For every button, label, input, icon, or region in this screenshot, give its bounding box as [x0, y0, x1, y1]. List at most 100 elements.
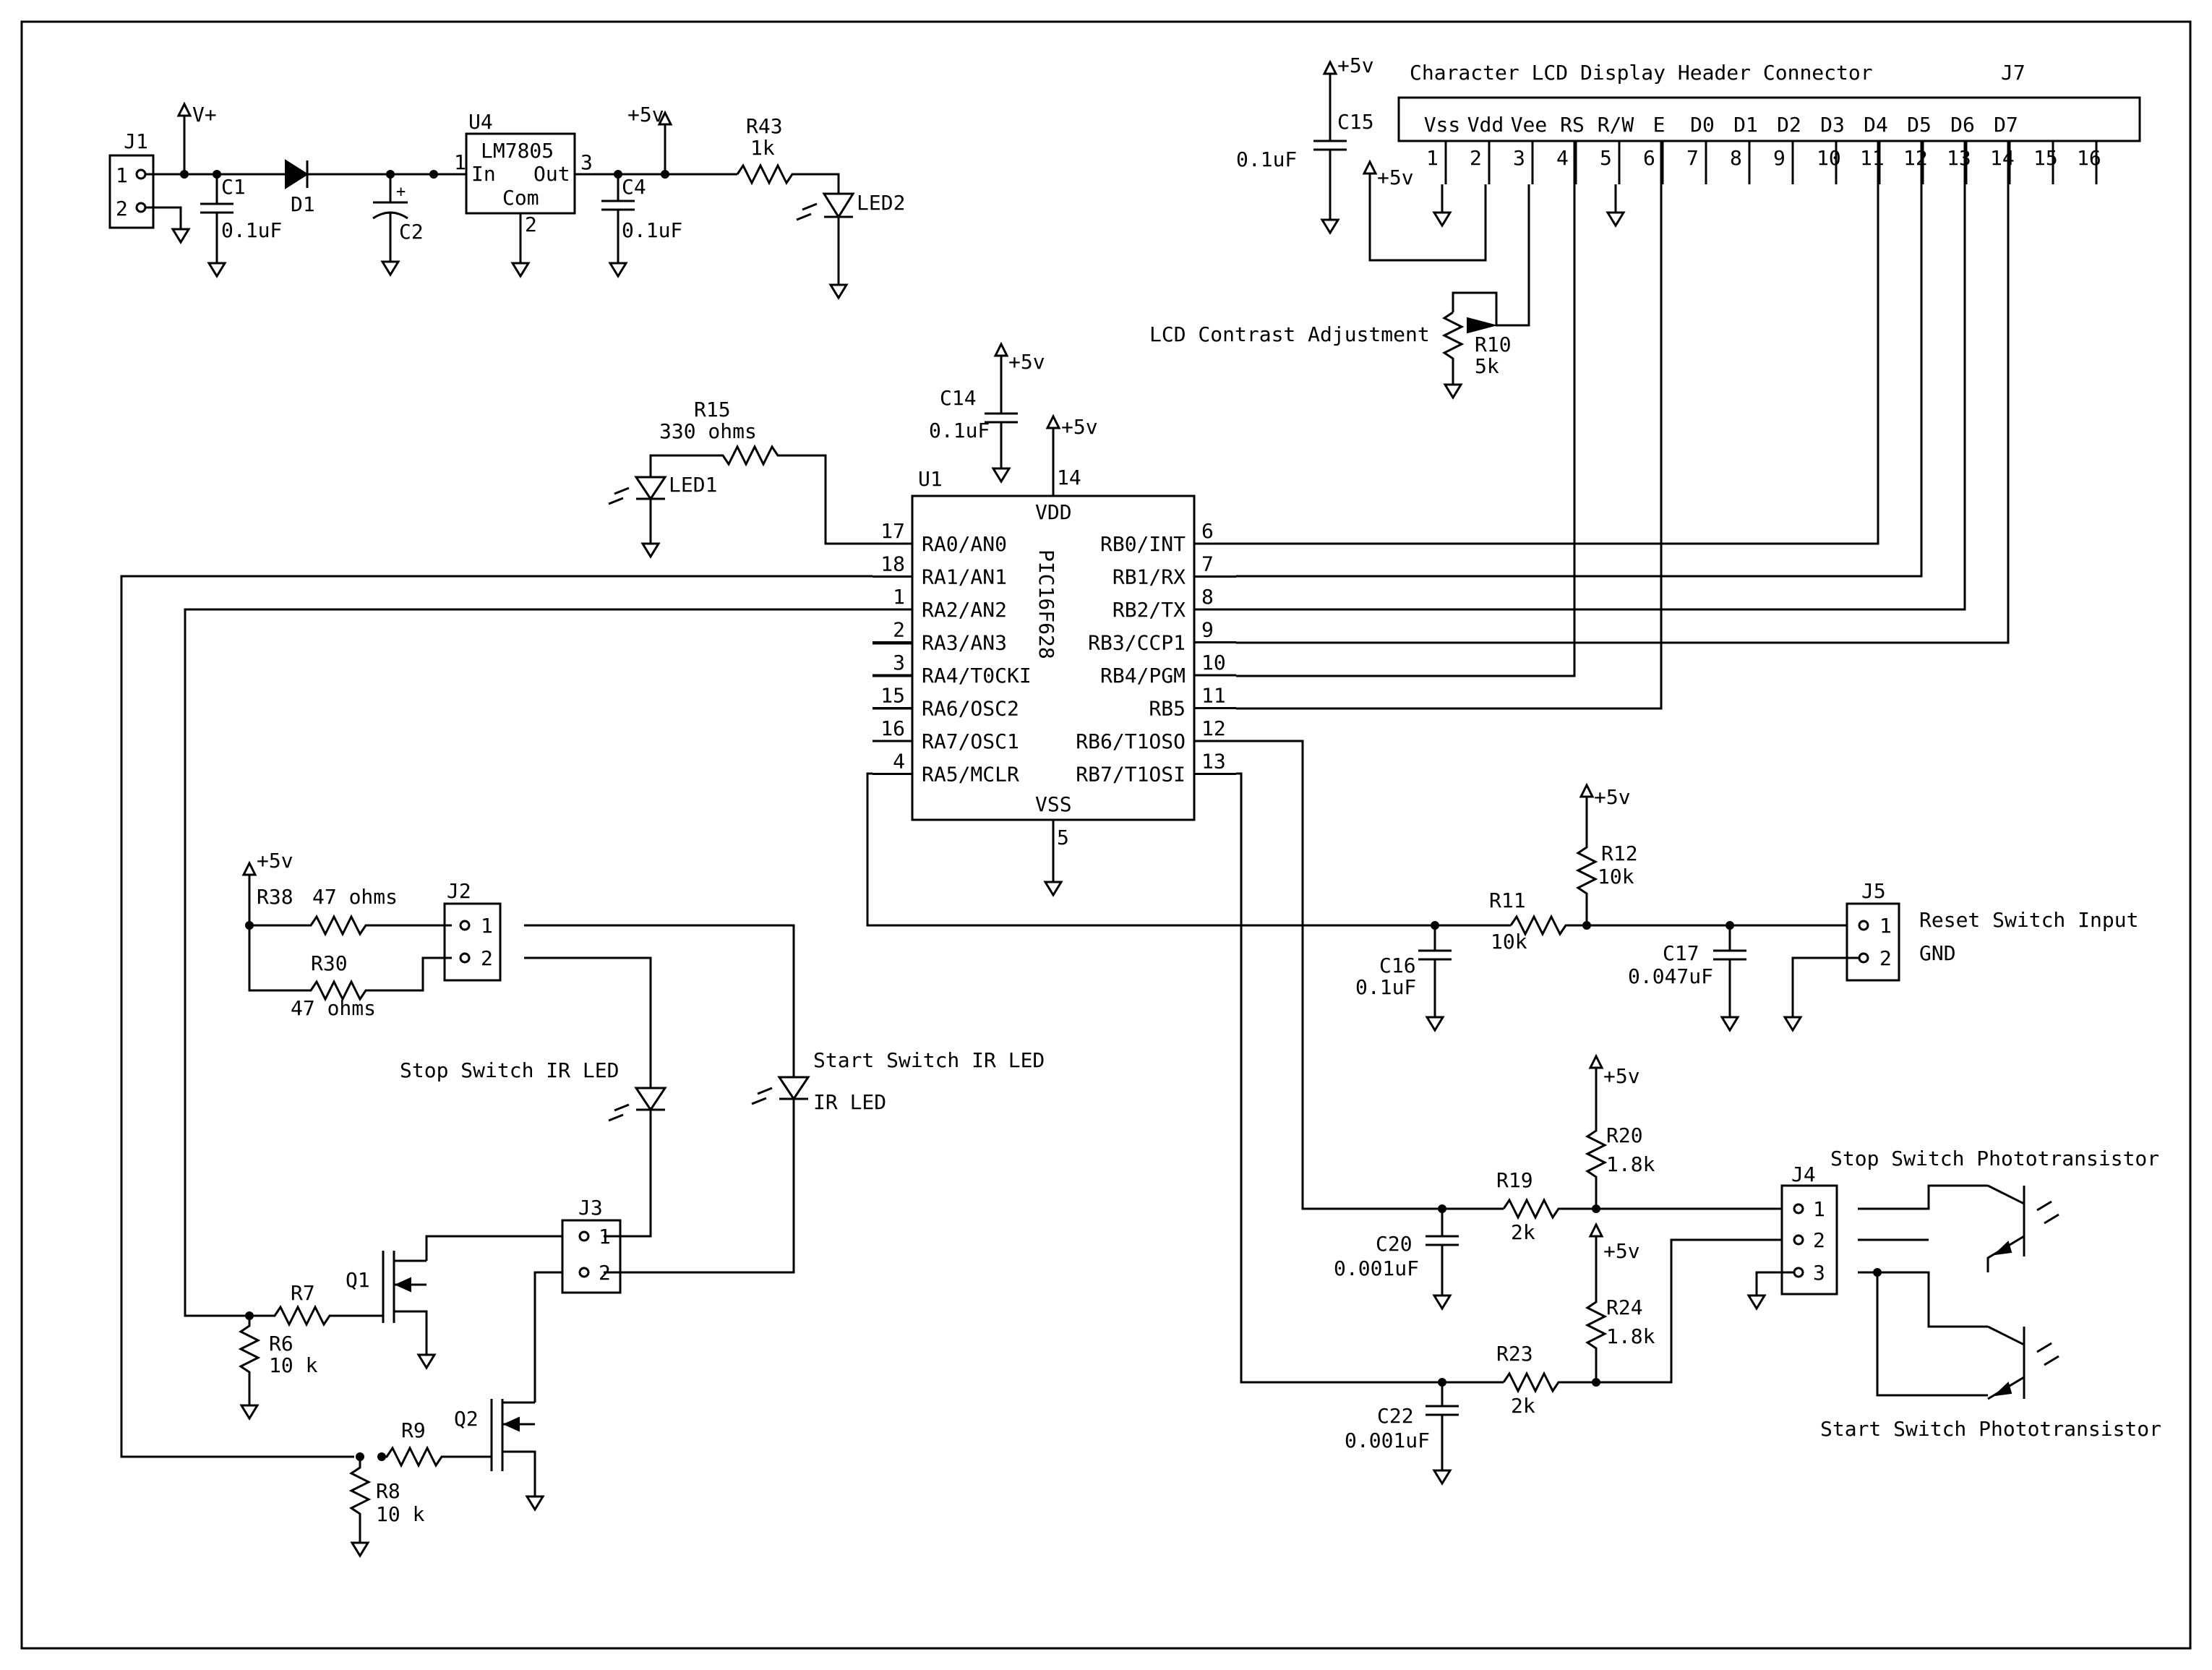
r38-ref: R38 — [257, 885, 293, 909]
r10-value: 5k — [1475, 354, 1499, 378]
c16-value: 0.1uF — [1355, 975, 1416, 999]
stop-ir-led-label: Stop Switch IR LED — [400, 1058, 619, 1082]
q1-ref: Q1 — [346, 1268, 370, 1292]
mcu-right-pin-name: RB1/RX — [1113, 565, 1186, 589]
ir-led-label: IR LED — [813, 1090, 886, 1114]
u4-pin1: 1 — [454, 150, 466, 174]
mcu-left-pin-name: RA0/AN0 — [922, 532, 1007, 556]
lcd-pin-number: 10 — [1817, 146, 1841, 170]
photo-inputs: C20 0.001uF R19 2k +5v R20 1.8k C22 0.00… — [1334, 1055, 2161, 1485]
j2-pin1: 1 — [481, 914, 493, 938]
lcd-title: Character LCD Display Header Connector — [1410, 61, 1873, 85]
r43-ref: R43 — [746, 114, 783, 138]
lcd-pin-number: 3 — [1513, 146, 1525, 170]
u1-vdd-pin: 14 — [1057, 466, 1081, 489]
lcd-pin-number: 7 — [1686, 146, 1699, 170]
lcd-pin-name: Vee — [1511, 113, 1548, 137]
r19-ref: R19 — [1496, 1168, 1533, 1192]
mcu-right-pin-name: RB6/T1OSO — [1076, 729, 1186, 753]
d1-ref: D1 — [291, 192, 315, 216]
j4-pin3: 3 — [1813, 1261, 1825, 1285]
mcu-left-pin-number: 17 — [880, 519, 905, 543]
reset-input-label: Reset Switch Input — [1919, 908, 2138, 932]
c14-ref: C14 — [940, 386, 977, 410]
lcd-header: Character LCD Display Header Connector J… — [1149, 53, 2141, 399]
c1-value: 0.1uF — [221, 218, 282, 242]
r38-value: 47 ohms — [312, 885, 398, 909]
c2-plus: + — [396, 183, 406, 201]
r23-ref: R23 — [1496, 1342, 1533, 1366]
lcd-pin-number: 8 — [1730, 146, 1742, 170]
j1-pin2: 2 — [116, 197, 128, 220]
mcu-left-pin-name: RA2/AN2 — [922, 598, 1007, 622]
r24-value: 1.8k — [1606, 1324, 1655, 1348]
lcd-pin-name: RS — [1560, 113, 1585, 137]
c1-ref: C1 — [221, 175, 246, 199]
q2-ref: Q2 — [454, 1407, 479, 1431]
lcd-pin-number: 5 — [1600, 146, 1612, 170]
r15-ref: R15 — [694, 398, 731, 421]
vdd-plus5: +5v — [1377, 166, 1414, 189]
lcd-pin-name: R/W — [1598, 113, 1634, 137]
j1-ref: J1 — [124, 129, 148, 153]
mcu-left-pin-name: RA1/AN1 — [922, 565, 1007, 589]
mcu-right-pin-name: RB2/TX — [1113, 598, 1186, 622]
r9-ref: R9 — [401, 1418, 426, 1442]
u1-vss-pin: 5 — [1057, 826, 1069, 849]
u4-in: In — [471, 162, 496, 186]
c15-ref: C15 — [1337, 110, 1374, 134]
j4-pin1: 1 — [1813, 1197, 1825, 1221]
r30-ref: R30 — [311, 951, 348, 975]
r24-plus5: +5v — [1603, 1239, 1640, 1263]
j7-ref: J7 — [2001, 61, 2025, 85]
c2-ref: C2 — [399, 220, 424, 244]
r12-plus5: +5v — [1594, 785, 1631, 809]
lcd-pin-number: 15 — [2033, 146, 2058, 170]
mcu-right-pin-name: RB3/CCP1 — [1088, 631, 1186, 655]
mcu-left-pin-name: RA4/T0CKI — [922, 664, 1032, 688]
c4-value: 0.1uF — [622, 218, 682, 242]
lcd-pin-name: D6 — [1950, 113, 1975, 137]
r6-value: 10 k — [269, 1353, 318, 1377]
reset-gnd-label: GND — [1919, 941, 1956, 965]
c20-value: 0.001uF — [1334, 1256, 1419, 1280]
r12-ref: R12 — [1601, 842, 1638, 865]
r24-ref: R24 — [1606, 1296, 1643, 1319]
mcu-left-pin-number: 1 — [893, 585, 905, 609]
c17-value: 0.047uF — [1628, 964, 1713, 988]
contrast-label: LCD Contrast Adjustment — [1149, 322, 1430, 346]
u4-pin2: 2 — [525, 213, 537, 236]
r11-value: 10k — [1491, 930, 1527, 954]
j5-pin2: 2 — [1879, 946, 1892, 970]
mcu-right-pin-number: 6 — [1201, 519, 1214, 543]
r6-ref: R6 — [269, 1332, 293, 1356]
u4-part: LM7805 — [481, 139, 554, 163]
j2-connector — [443, 902, 502, 982]
u1-vss: VSS — [1035, 792, 1072, 816]
lcd-pin-number: 16 — [2077, 146, 2101, 170]
c14-plus5: +5v — [1008, 350, 1045, 374]
r20-value: 1.8k — [1606, 1152, 1655, 1176]
r23-value: 2k — [1511, 1394, 1535, 1418]
r10-ref: R10 — [1475, 333, 1512, 356]
led2-ref: LED2 — [857, 191, 905, 215]
mcu-left-pin-number: 2 — [893, 618, 905, 642]
c4-ref: C4 — [622, 175, 646, 199]
lcd-pin-number: 11 — [1860, 146, 1885, 170]
start-ir-led-label: Start Switch IR LED — [813, 1048, 1045, 1072]
lcd-pin-number: 9 — [1773, 146, 1786, 170]
mcu-right-pin-number: 8 — [1201, 585, 1214, 609]
j3-pin1: 1 — [599, 1225, 611, 1249]
u1-plus5: +5v — [1061, 415, 1098, 439]
j4-ref: J4 — [1791, 1162, 1816, 1186]
stop-pt-label: Stop Switch Phototransistor — [1830, 1147, 2159, 1170]
r20-ref: R20 — [1606, 1123, 1643, 1147]
mcu-right-pin-name: RB0/INT — [1100, 532, 1186, 556]
reset-circuit: C16 0.1uF R11 10k +5v R12 10k C17 0.047u… — [1355, 784, 2138, 1032]
power-supply: J1 1 2 V+ C1 0.1uF D1 + C2 — [108, 103, 905, 299]
lcd-pin-number: 1 — [1426, 146, 1439, 170]
r43-value: 1k — [750, 136, 775, 160]
mcu-left-pin-number: 4 — [893, 750, 905, 774]
